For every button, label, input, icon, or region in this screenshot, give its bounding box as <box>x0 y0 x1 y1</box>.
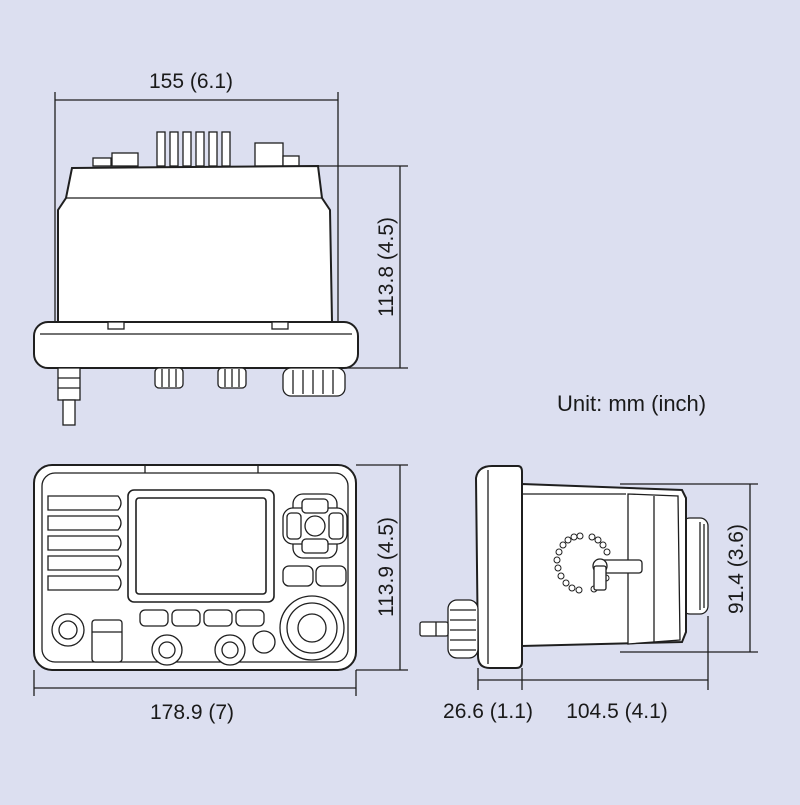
side-front-panel <box>474 465 523 669</box>
top-knob-middle <box>217 367 247 389</box>
speaker-grille <box>47 495 122 591</box>
front-knob-left <box>151 634 183 666</box>
d-pad-up <box>301 498 329 514</box>
soft-keys <box>139 609 265 627</box>
side-height-label: 91.4 (3.6) <box>725 524 748 614</box>
mounting-knob <box>553 532 643 594</box>
top-width-label: 155 (6.1) <box>149 70 233 93</box>
side-body-depth-label: 104.5 (4.1) <box>566 700 668 723</box>
top-connector-right-small <box>282 155 300 167</box>
top-knob-left <box>154 367 184 389</box>
side-view: 91.4 (3.6) 26.6 (1.1) 104.5 (4.1) <box>419 465 758 723</box>
top-bezel <box>33 321 359 369</box>
top-housing <box>57 164 334 323</box>
top-connector-left <box>111 152 139 167</box>
front-small-button <box>252 630 276 654</box>
top-height-label: 113.8 (4.5) <box>375 217 398 317</box>
d-pad-right <box>328 512 344 540</box>
front-knob-middle <box>214 634 246 666</box>
d-pad <box>282 493 348 559</box>
top-view: 155 (6.1) <box>33 70 408 426</box>
d-pad-left <box>286 512 302 540</box>
side-rear-fins <box>699 522 705 610</box>
side-knob-depth-label: 26.6 (1.1) <box>443 700 533 723</box>
d-pad-down <box>301 538 329 554</box>
top-connector-small <box>92 157 112 167</box>
d-pad-center <box>304 515 326 537</box>
front-view: 113.9 (4.5) 178.9 (7) <box>33 464 408 724</box>
top-connector-right <box>254 142 284 167</box>
front-button-b <box>315 565 347 587</box>
mic-connector-inner <box>58 620 78 640</box>
bezel-tab-left <box>107 321 125 330</box>
display-screen <box>135 497 267 595</box>
side-mic-plug <box>419 621 449 637</box>
side-dial <box>447 599 479 659</box>
front-height-label: 113.9 (4.5) <box>375 517 398 617</box>
channel-dial <box>279 595 345 661</box>
top-knob-right <box>282 367 346 397</box>
top-cable-connector <box>57 367 81 426</box>
front-width-label: 178.9 (7) <box>150 701 234 724</box>
distress-cover <box>91 619 123 663</box>
bezel-tab-right <box>271 321 289 330</box>
front-button-a <box>282 565 314 587</box>
unit-note: Unit: mm (inch) <box>557 391 706 416</box>
heatsink-fins <box>156 131 231 167</box>
